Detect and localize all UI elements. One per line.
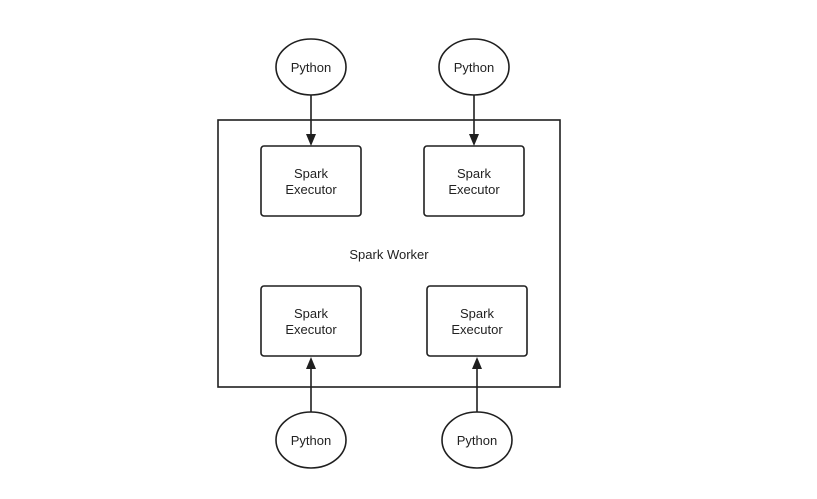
python-bottom-right: Python xyxy=(441,411,513,469)
python-label: Python xyxy=(291,60,331,75)
executor-label-line2: Executor xyxy=(285,322,337,337)
python-label: Python xyxy=(457,433,497,448)
executor-label-line1: Spark xyxy=(294,306,328,321)
edge-python-to-executor-bottom-left xyxy=(306,357,316,412)
python-label: Python xyxy=(291,433,331,448)
spark-worker-label: Spark Worker xyxy=(349,247,429,262)
edge-python-to-executor-top-right xyxy=(469,95,479,146)
arrowhead-icon xyxy=(306,134,316,146)
edge-python-to-executor-bottom-right xyxy=(472,357,482,412)
executor-label-line1: Spark xyxy=(457,166,491,181)
executor-label-line2: Executor xyxy=(451,322,503,337)
edge-python-to-executor-top-left xyxy=(306,95,316,146)
python-bottom-left: Python xyxy=(275,411,347,469)
executor-bottom-left: Spark Executor xyxy=(260,285,362,357)
python-top-right: Python xyxy=(438,38,510,96)
arrowhead-icon xyxy=(472,357,482,369)
executor-label-line2: Executor xyxy=(448,182,500,197)
arrowhead-icon xyxy=(306,357,316,369)
executor-label-line1: Spark xyxy=(294,166,328,181)
executor-label-line2: Executor xyxy=(285,182,337,197)
python-label: Python xyxy=(454,60,494,75)
executor-label-line1: Spark xyxy=(460,306,494,321)
python-top-left: Python xyxy=(275,38,347,96)
executor-top-right: Spark Executor xyxy=(423,145,525,217)
executor-bottom-right: Spark Executor xyxy=(426,285,528,357)
executor-top-left: Spark Executor xyxy=(260,145,362,217)
arrowhead-icon xyxy=(469,134,479,146)
